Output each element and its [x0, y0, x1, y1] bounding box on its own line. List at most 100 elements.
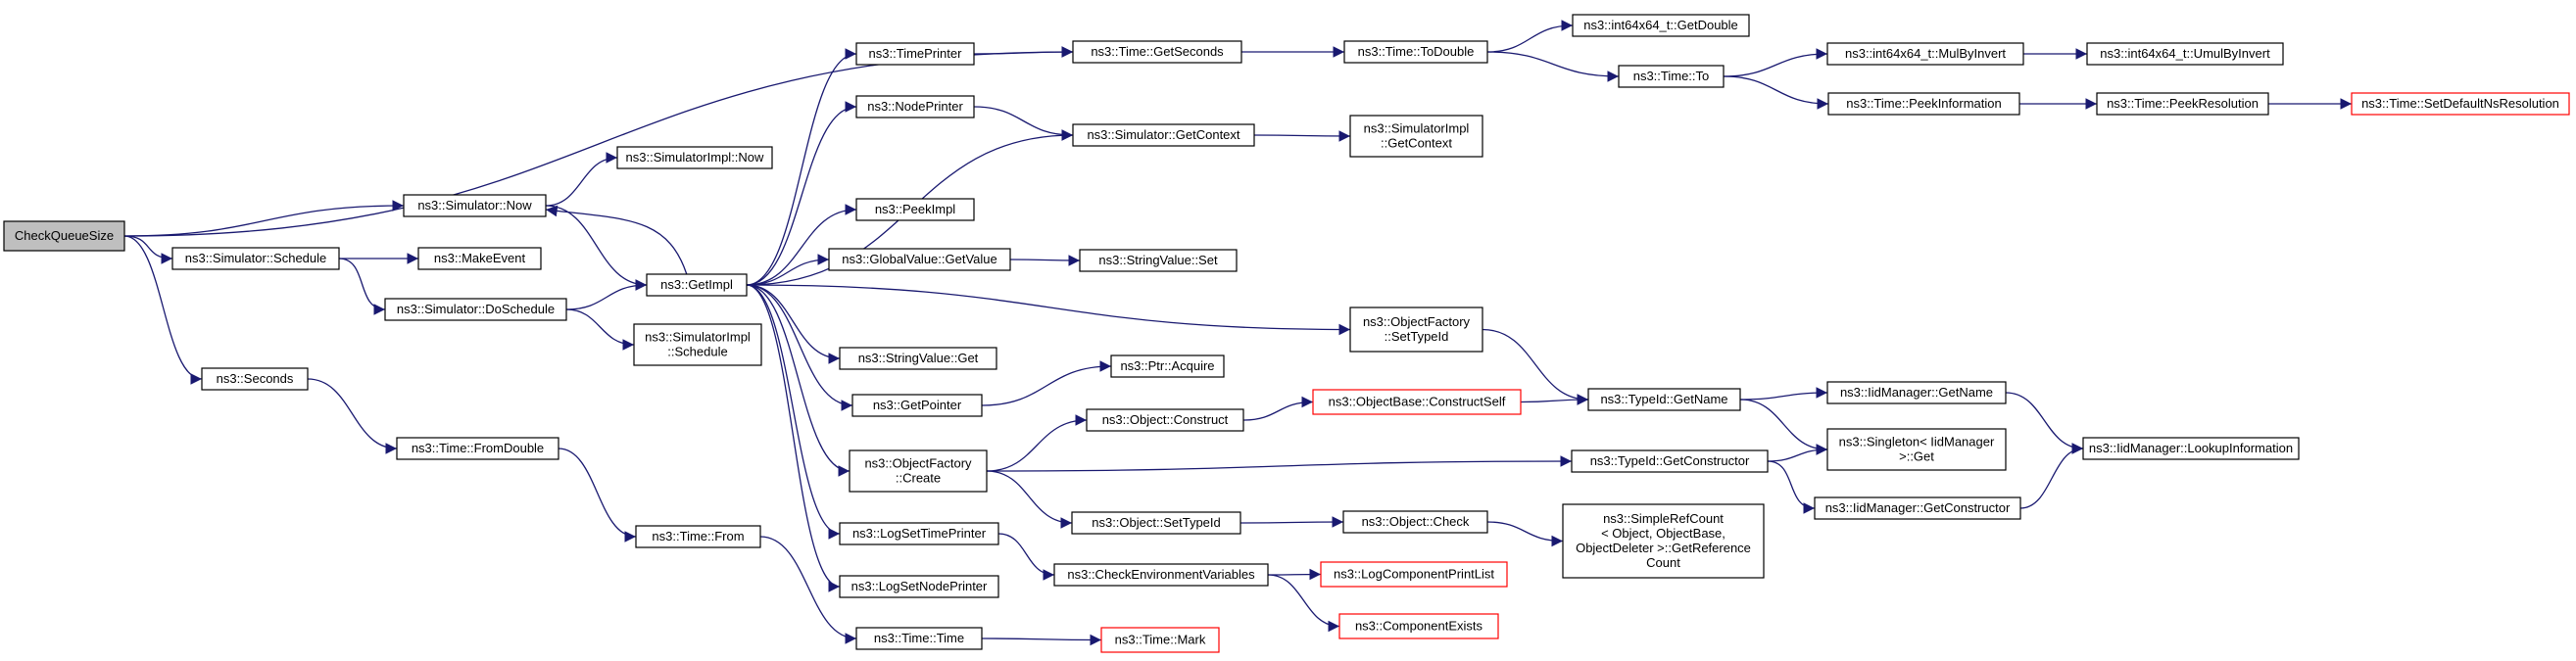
- node-ns3-int64x64-t-umulbyinvert[interactable]: ns3::int64x64_t::UmulByInvert: [2086, 42, 2284, 66]
- node-ns3-iidmanager-getconstructor[interactable]: ns3::IidManager::GetConstructor: [1814, 496, 2021, 520]
- node-label: ns3::SimulatorImpl::Now: [626, 150, 764, 165]
- node-label: ns3::Simulator::Now: [417, 198, 532, 212]
- node-ns3-object-construct[interactable]: ns3::Object::Construct: [1086, 408, 1244, 432]
- node-ns3-time-peekresolution[interactable]: ns3::Time::PeekResolution: [2096, 92, 2269, 116]
- node-ns3-typeid-getname[interactable]: ns3::TypeId::GetName: [1587, 388, 1741, 411]
- node-label: ns3::TimePrinter: [869, 46, 963, 61]
- node-box: [1587, 388, 1741, 411]
- node-ns3-stringvalue-get[interactable]: ns3::StringValue::Get: [839, 347, 997, 370]
- node-box: [1826, 42, 2024, 66]
- node-label: ::Schedule: [667, 344, 727, 358]
- node-label: ns3::Singleton< IidManager: [1839, 434, 1995, 449]
- node-box: [1826, 381, 2007, 404]
- edge-n37-n41: [1723, 48, 1828, 77]
- node-box: [616, 146, 773, 169]
- node-ns3-singleton-iidmanager-get[interactable]: ns3::Singleton< IidManager>::Get: [1826, 428, 2007, 471]
- node-box: [1562, 503, 1765, 579]
- node-label: ns3::GetImpl: [660, 277, 733, 292]
- node-label: ns3::Simulator::Schedule: [185, 251, 327, 265]
- node-label: ns3::Simulator::DoSchedule: [397, 302, 555, 316]
- node-ns3-componentexists[interactable]: ns3::ComponentExists: [1338, 613, 1499, 639]
- node-ns3-time-time[interactable]: ns3::Time::Time: [855, 627, 983, 650]
- node-label: ns3::LogSetNodePrinter: [851, 579, 988, 593]
- node-ns3-objectbase-constructself[interactable]: ns3::ObjectBase::ConstructSelf: [1312, 389, 1522, 415]
- node-ns3-object-settypeid[interactable]: ns3::Object::SetTypeId: [1071, 511, 1241, 535]
- node-checkqueuesize[interactable]: CheckQueueSize: [3, 220, 125, 252]
- edge-n25-n32: [1242, 396, 1314, 421]
- node-label: ns3::ComponentExists: [1355, 618, 1483, 633]
- node-label: ns3::Time::PeekResolution: [2107, 96, 2259, 111]
- node-ns3-time-todouble[interactable]: ns3::Time::ToDouble: [1343, 40, 1488, 64]
- node-ns3-logsettimeprinter[interactable]: ns3::LogSetTimePrinter: [839, 522, 999, 545]
- node-ns3-objectfactory-create[interactable]: ns3::ObjectFactory::Create: [849, 449, 988, 493]
- node-label: ns3::PeekImpl: [875, 202, 955, 216]
- node-ns3-time-to[interactable]: ns3::Time::To: [1618, 65, 1725, 88]
- node-box: [1071, 511, 1241, 535]
- node-label: ns3::StringValue::Get: [858, 351, 979, 365]
- edge-n43-n48: [2005, 392, 2084, 454]
- node-ns3-getpointer[interactable]: ns3::GetPointer: [851, 394, 983, 417]
- node-ns3-time-from[interactable]: ns3::Time::From: [635, 525, 761, 548]
- edge-n12-n22: [973, 106, 1074, 141]
- truncated-node-box: [1312, 389, 1522, 415]
- node-ns3-time-getseconds[interactable]: ns3::Time::GetSeconds: [1072, 40, 1242, 64]
- edge-n5-n31: [746, 284, 1351, 336]
- node-box: [1826, 428, 2007, 471]
- edge-n5-n13: [746, 204, 857, 286]
- node-label: ns3::IidManager::GetName: [1840, 385, 1993, 400]
- node-ns3-time-mark[interactable]: ns3::Time::Mark: [1100, 627, 1220, 653]
- edge-n9-n10: [558, 448, 637, 543]
- node-ns3-logsetnodeprinter[interactable]: ns3::LogSetNodePrinter: [839, 575, 999, 598]
- node-ns3-time-setdefaultnsresolution[interactable]: ns3::Time::SetDefaultNsResolution: [2351, 92, 2570, 116]
- node-ns3-simulatorimpl-now[interactable]: ns3::SimulatorImpl::Now: [616, 146, 773, 169]
- node-box: [201, 367, 309, 391]
- node-box: [1571, 449, 1769, 473]
- edge-n17-n26: [986, 470, 1073, 529]
- node-ns3-objectfactory-settypeid[interactable]: ns3::ObjectFactory::SetTypeId: [1349, 307, 1483, 353]
- node-ns3-nodeprinter[interactable]: ns3::NodePrinter: [855, 95, 975, 118]
- node-ns3-simulatorimpl-getcontext[interactable]: ns3::SimulatorImpl::GetContext: [1349, 115, 1483, 158]
- node-box: [1349, 307, 1483, 353]
- node-ns3-int64x64-t-getdouble[interactable]: ns3::int64x64_t::GetDouble: [1572, 14, 1750, 37]
- node-ns3-simulator-schedule[interactable]: ns3::Simulator::Schedule: [171, 247, 340, 270]
- node-ns3-object-check[interactable]: ns3::Object::Check: [1342, 510, 1488, 534]
- node-ns3-time-peekinformation[interactable]: ns3::Time::PeekInformation: [1827, 92, 2020, 116]
- edge-n27-n34: [1267, 568, 1322, 581]
- node-label: ns3::Time::FromDouble: [412, 441, 544, 455]
- node-ns3-logcomponentprintlist[interactable]: ns3::LogComponentPrintList: [1320, 561, 1508, 588]
- node-ns3-time-fromdouble[interactable]: ns3::Time::FromDouble: [396, 437, 559, 460]
- node-ns3-iidmanager-lookupinformation[interactable]: ns3::IidManager::LookupInformation: [2082, 437, 2300, 460]
- node-ns3-simulator-doschedule[interactable]: ns3::Simulator::DoSchedule: [384, 298, 567, 321]
- node-ns3-peekimpl[interactable]: ns3::PeekImpl: [855, 198, 975, 221]
- node-ns3-typeid-getconstructor[interactable]: ns3::TypeId::GetConstructor: [1571, 449, 1769, 473]
- node-label: ns3::IidManager::GetConstructor: [1825, 500, 2011, 515]
- node-ns3-ptr-acquire[interactable]: ns3::Ptr::Acquire: [1110, 354, 1225, 378]
- node-label: ObjectDeleter >::GetReference: [1576, 541, 1751, 555]
- edge-n2-n7: [338, 258, 386, 315]
- edge-n22-n30: [1253, 130, 1351, 142]
- edge-n29-n37: [1486, 51, 1620, 82]
- edge-n5-n18: [746, 284, 841, 540]
- node-ns3-checkenvironmentvariables[interactable]: ns3::CheckEnvironmentVariables: [1053, 563, 1269, 587]
- node-ns3-iidmanager-getname[interactable]: ns3::IidManager::GetName: [1826, 381, 2007, 404]
- node-ns3-stringvalue-set[interactable]: ns3::StringValue::Set: [1079, 249, 1238, 272]
- edge-n17-n25: [986, 414, 1088, 472]
- node-ns3-simulator-getcontext[interactable]: ns3::Simulator::GetContext: [1072, 123, 1255, 147]
- node-ns3-seconds[interactable]: ns3::Seconds: [201, 367, 309, 391]
- node-ns3-int64x64-t-mulbyinvert[interactable]: ns3::int64x64_t::MulByInvert: [1826, 42, 2024, 66]
- node-ns3-simplerefcount-object-objectbase-objectdeleter-getreference-count[interactable]: ns3::SimpleRefCount< Object, ObjectBase,…: [1562, 503, 1765, 579]
- node-label: ns3::Ptr::Acquire: [1120, 358, 1214, 373]
- node-box: [839, 347, 997, 370]
- node-ns3-makeevent[interactable]: ns3::MakeEvent: [417, 247, 542, 270]
- node-label: ns3::Object::SetTypeId: [1092, 515, 1221, 530]
- node-box: [1814, 496, 2021, 520]
- edge-n18-n27: [997, 533, 1055, 581]
- node-ns3-getimpl[interactable]: ns3::GetImpl: [646, 273, 748, 297]
- node-ns3-globalvalue-getvalue[interactable]: ns3::GlobalValue::GetValue: [828, 248, 1011, 271]
- node-ns3-simulator-now[interactable]: ns3::Simulator::Now: [403, 194, 547, 217]
- node-ns3-simulatorimpl-schedule[interactable]: ns3::SimulatorImpl::Schedule: [633, 323, 762, 366]
- edge-n32-n38: [1520, 394, 1589, 405]
- node-label: ns3::Object::Construct: [1102, 412, 1229, 427]
- node-label: ns3::LogSetTimePrinter: [852, 526, 987, 541]
- node-ns3-timeprinter[interactable]: ns3::TimePrinter: [855, 42, 975, 66]
